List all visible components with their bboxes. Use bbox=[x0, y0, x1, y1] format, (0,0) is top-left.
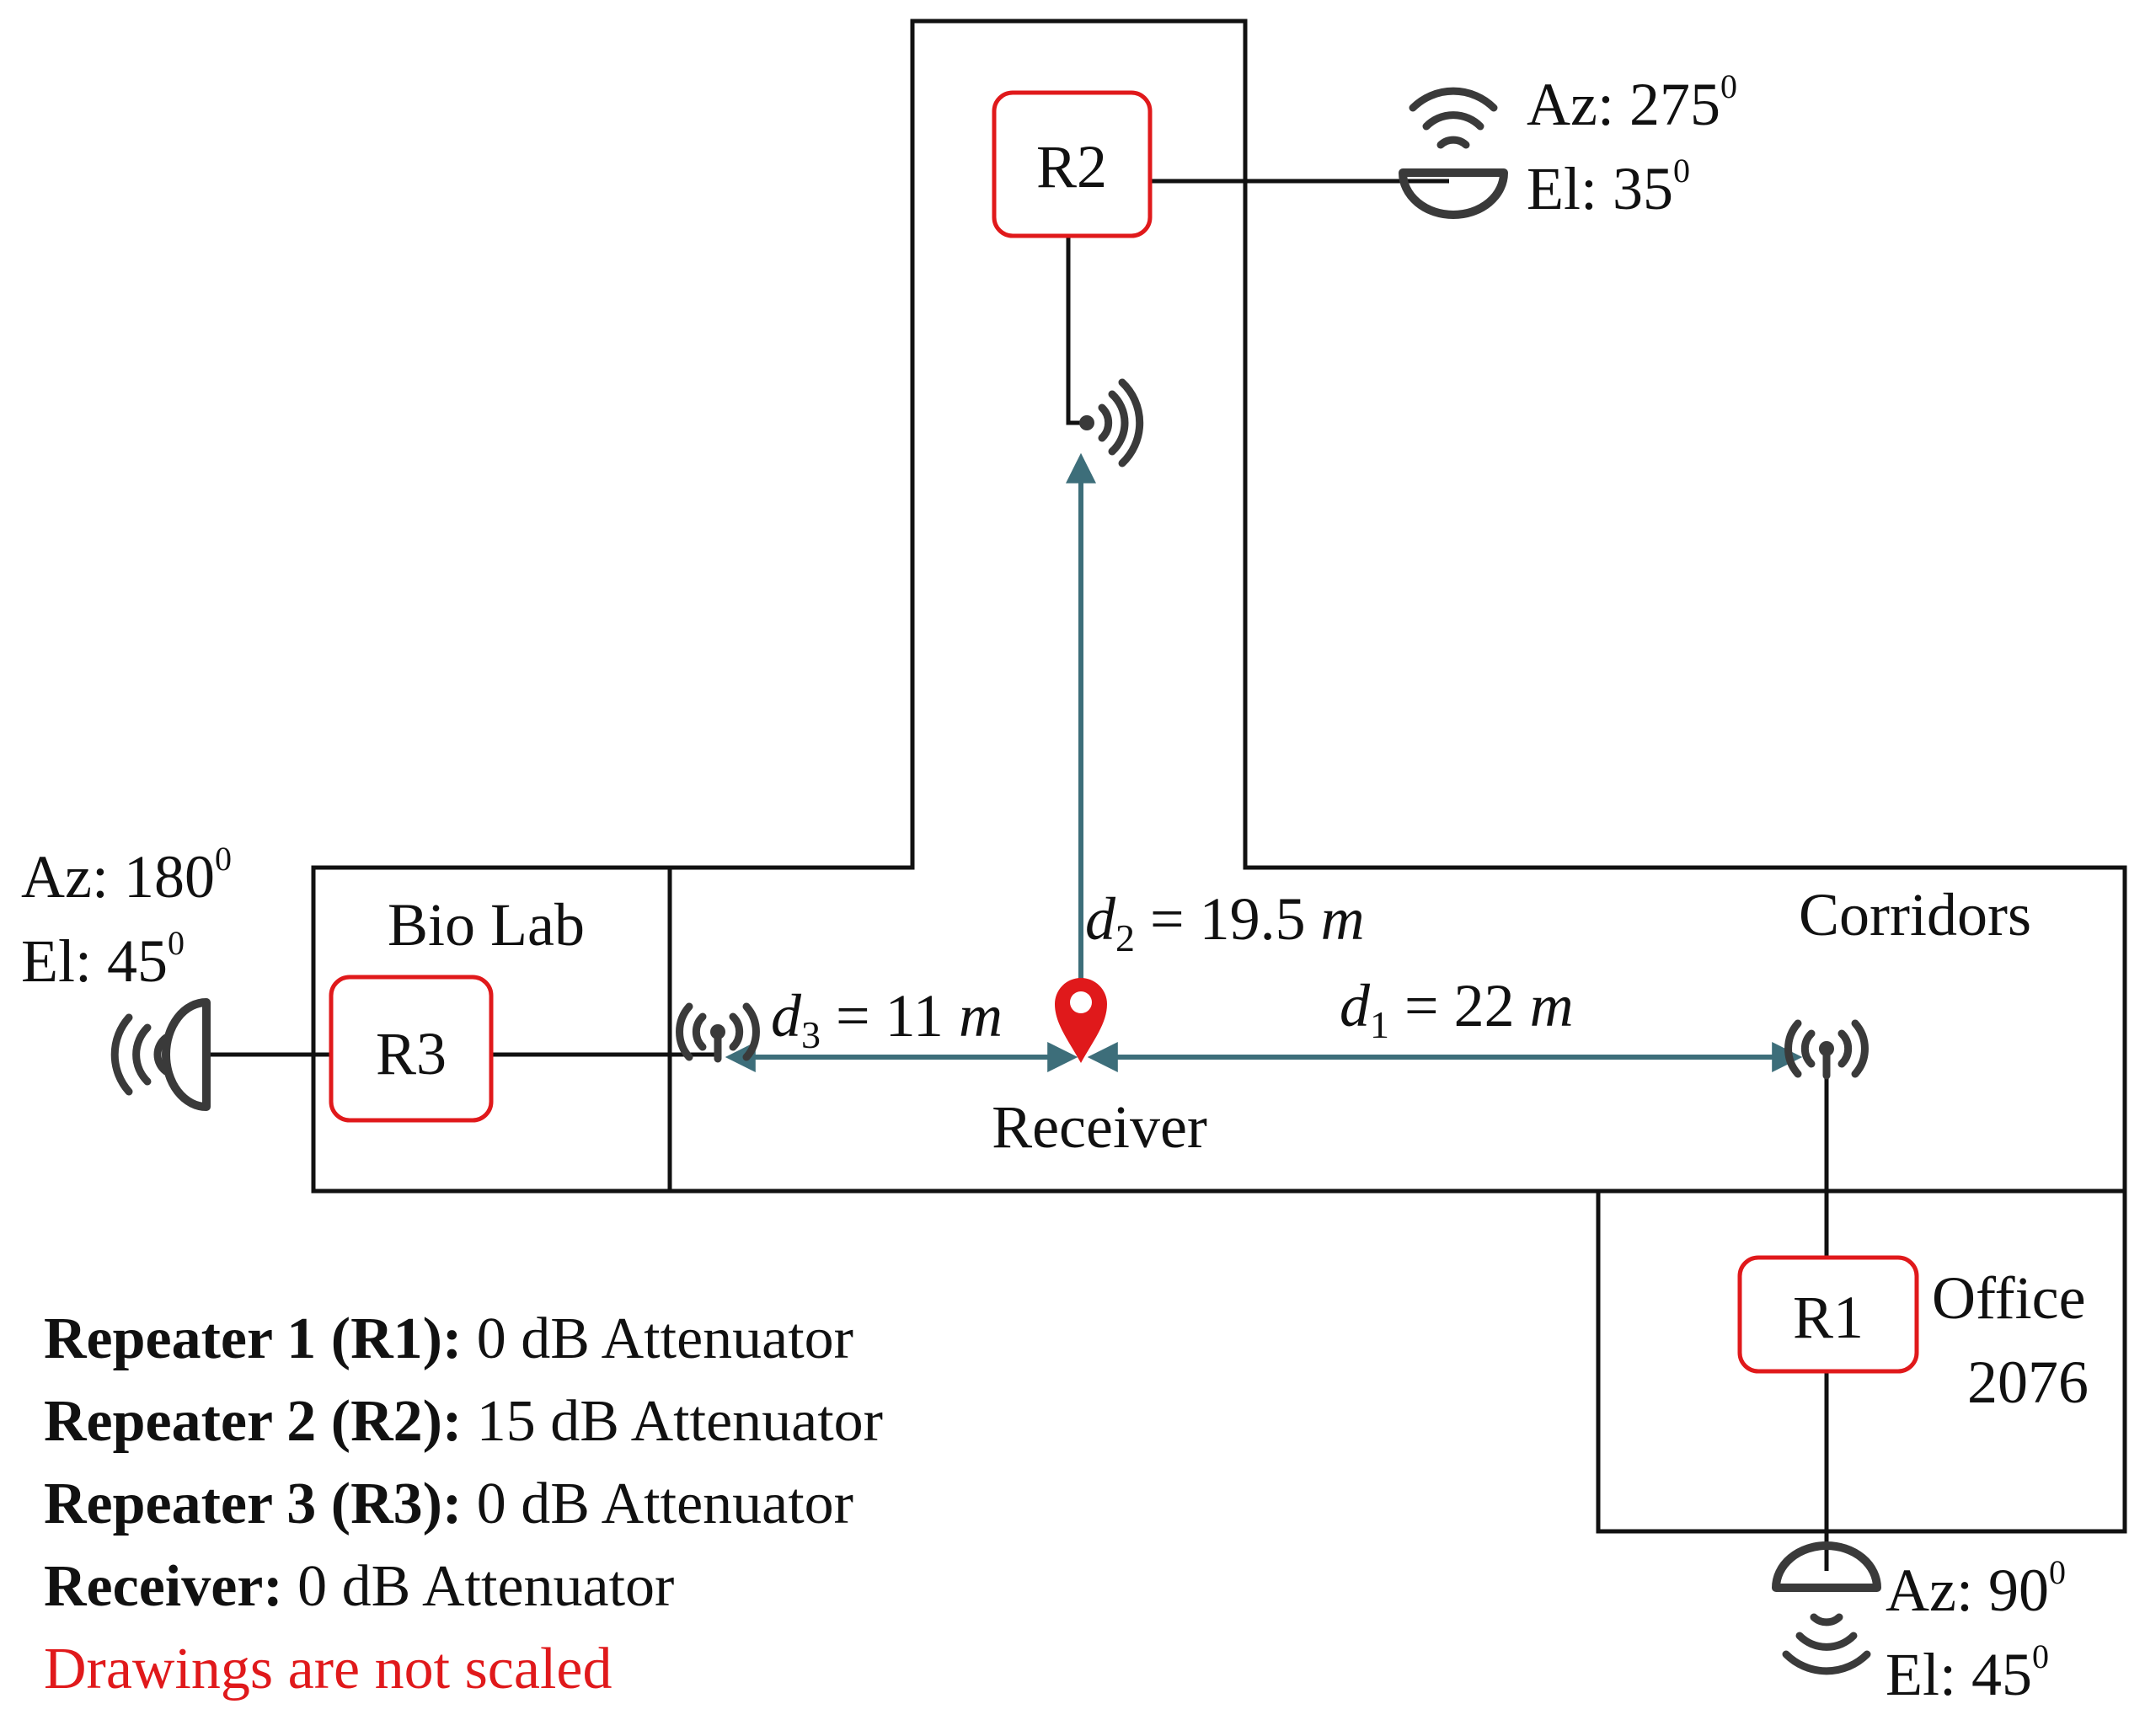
repeater-r3: R3 bbox=[329, 975, 494, 1123]
broadcast-icon-r3 bbox=[676, 1002, 760, 1063]
orientation-r3-az: Az: 1800 bbox=[21, 840, 232, 911]
broadcast-icon-r1 bbox=[1784, 1019, 1869, 1080]
legend: Repeater 1 (R1): 0 dB Attenuator Repeate… bbox=[44, 1306, 883, 1701]
legend-item-r2: Repeater 2 (R2): 15 dB Attenuator bbox=[44, 1389, 883, 1454]
room-label-office: Office bbox=[1932, 1264, 2086, 1332]
distance-lines bbox=[725, 452, 1803, 1072]
repeater-r2-box bbox=[992, 90, 1153, 238]
repeater-r1-box bbox=[1737, 1255, 1919, 1374]
distance-label-d2: d2 = 19.5 m bbox=[1085, 885, 1365, 959]
orientation-r1: Az: 900 El: 450 bbox=[1886, 1553, 2066, 1708]
repeater-r3-box bbox=[329, 975, 494, 1123]
orientation-r2: Az: 2750 El: 350 bbox=[1527, 67, 1737, 222]
repeater-r2: R2 bbox=[992, 90, 1153, 238]
cable-r2-indoor bbox=[1066, 236, 1083, 425]
receiver-pin-icon bbox=[1055, 978, 1107, 1063]
orientation-r3: Az: 1800 El: 450 bbox=[21, 840, 232, 995]
room-label-office-number: 2076 bbox=[1967, 1349, 2089, 1416]
legend-item-receiver: Receiver: 0 dB Attenuator bbox=[44, 1554, 674, 1619]
distance-label-d3: d3 = 11 m bbox=[771, 982, 1003, 1056]
orientation-r2-el: El: 350 bbox=[1527, 152, 1690, 222]
receiver-label: Receiver bbox=[992, 1093, 1207, 1161]
dish-antenna-icon-r1 bbox=[1772, 1541, 1881, 1675]
repeater-r1: R1 bbox=[1737, 1255, 1919, 1374]
room-label-corridors: Corridors bbox=[1799, 881, 2031, 948]
orientation-r3-el: El: 450 bbox=[21, 924, 185, 995]
corridor-wall bbox=[311, 19, 2127, 1194]
office-wall bbox=[1596, 1191, 2127, 1534]
scale-note: Drawings are not scaled bbox=[44, 1637, 612, 1701]
wifi-icon-r2-indoor bbox=[1079, 378, 1144, 467]
repeater-r2-label: R2 bbox=[1036, 133, 1107, 200]
room-label-bio-lab: Bio Lab bbox=[388, 891, 585, 959]
dish-antenna-icon-r2 bbox=[1399, 87, 1508, 219]
cables bbox=[206, 179, 1829, 1571]
repeater-r3-label: R3 bbox=[376, 1020, 447, 1087]
building-walls bbox=[311, 19, 2127, 1534]
orientation-r1-az: Az: 900 bbox=[1886, 1553, 2066, 1624]
orientation-r1-el: El: 450 bbox=[1886, 1637, 2049, 1708]
distance-label-d1: d1 = 22 m bbox=[1340, 972, 1574, 1046]
repeater-r1-label: R1 bbox=[1793, 1284, 1864, 1351]
orientation-r2-az: Az: 2750 bbox=[1527, 67, 1737, 138]
dish-antenna-icon-r3 bbox=[110, 998, 211, 1111]
legend-item-r3: Repeater 3 (R3): 0 dB Attenuator bbox=[44, 1472, 853, 1536]
legend-item-r1: Repeater 1 (R1): 0 dB Attenuator bbox=[44, 1306, 853, 1371]
